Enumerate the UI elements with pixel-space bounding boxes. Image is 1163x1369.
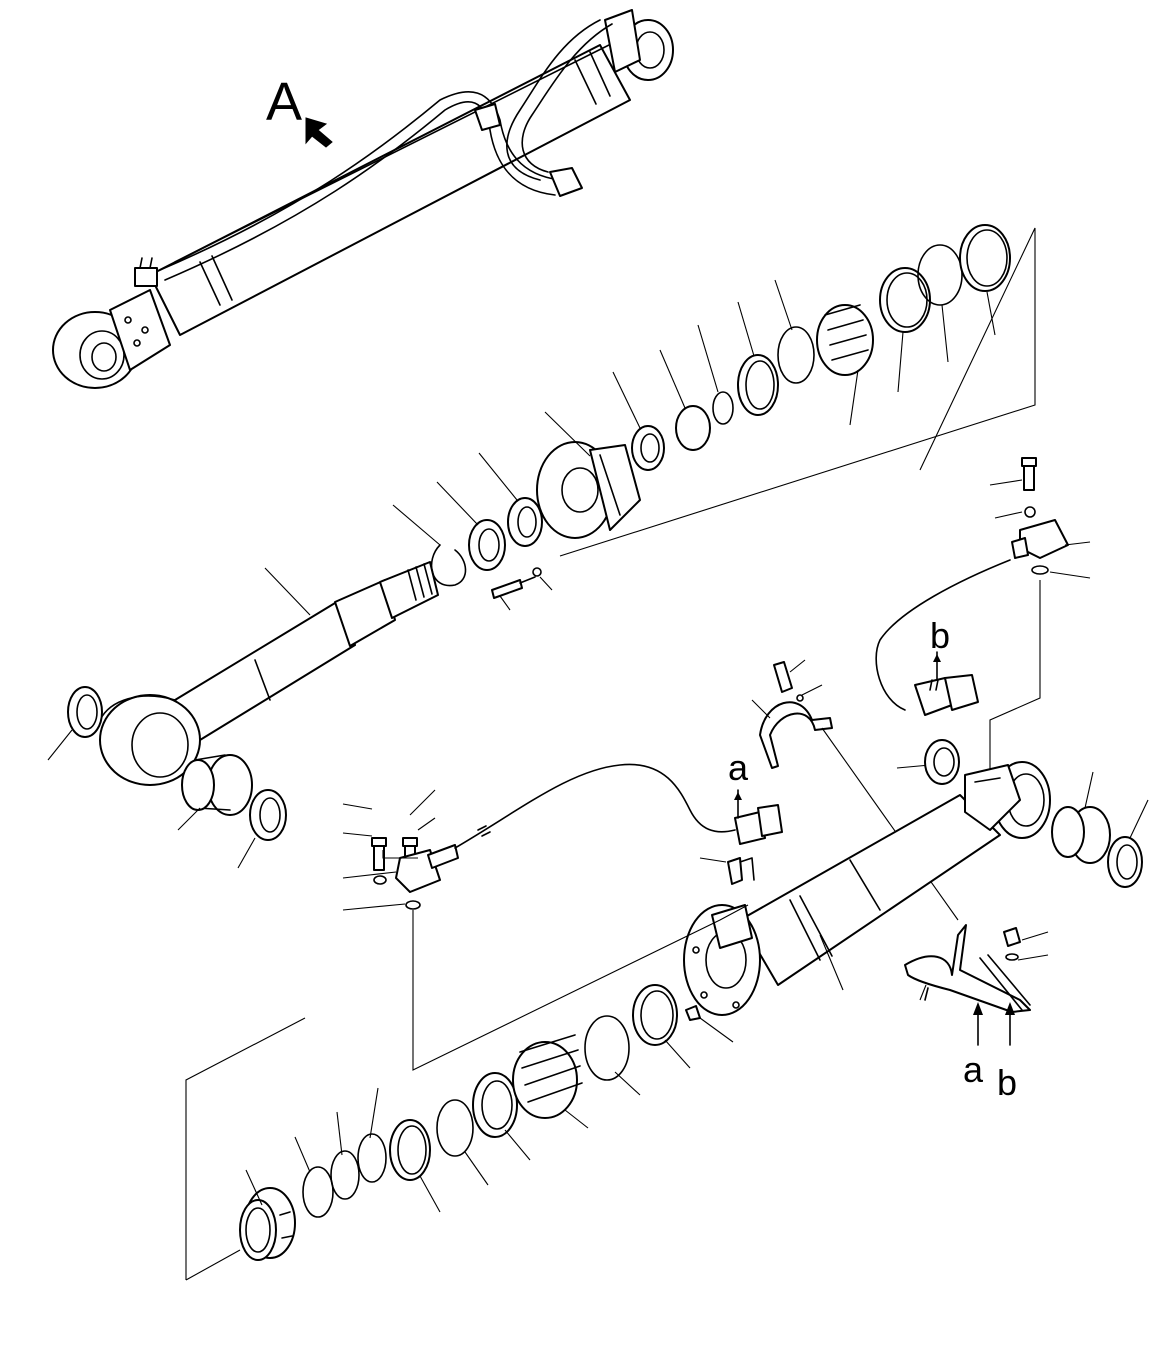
cylinder-tube — [683, 739, 1051, 1016]
lower-clamp: a b — [904, 924, 1049, 1103]
rod-assembly — [99, 224, 1036, 786]
upper-right-fittings: b — [875, 457, 1091, 770]
rod-end-bushings — [47, 686, 287, 869]
piston-seals — [185, 984, 734, 1281]
left-hose-fittings: a — [342, 747, 783, 1071]
ref-a-label-lower: a — [963, 1049, 984, 1090]
view-a-label: A — [266, 72, 302, 132]
view-a-indicator: A — [266, 72, 333, 148]
ref-b-label-upper: b — [930, 615, 950, 656]
clamp-assembly — [751, 659, 959, 921]
ref-a-label-upper: a — [728, 747, 749, 788]
ref-b-label-lower: b — [997, 1062, 1017, 1103]
bottom-end-bushings — [1051, 771, 1149, 888]
assembled-cylinder — [52, 9, 674, 389]
